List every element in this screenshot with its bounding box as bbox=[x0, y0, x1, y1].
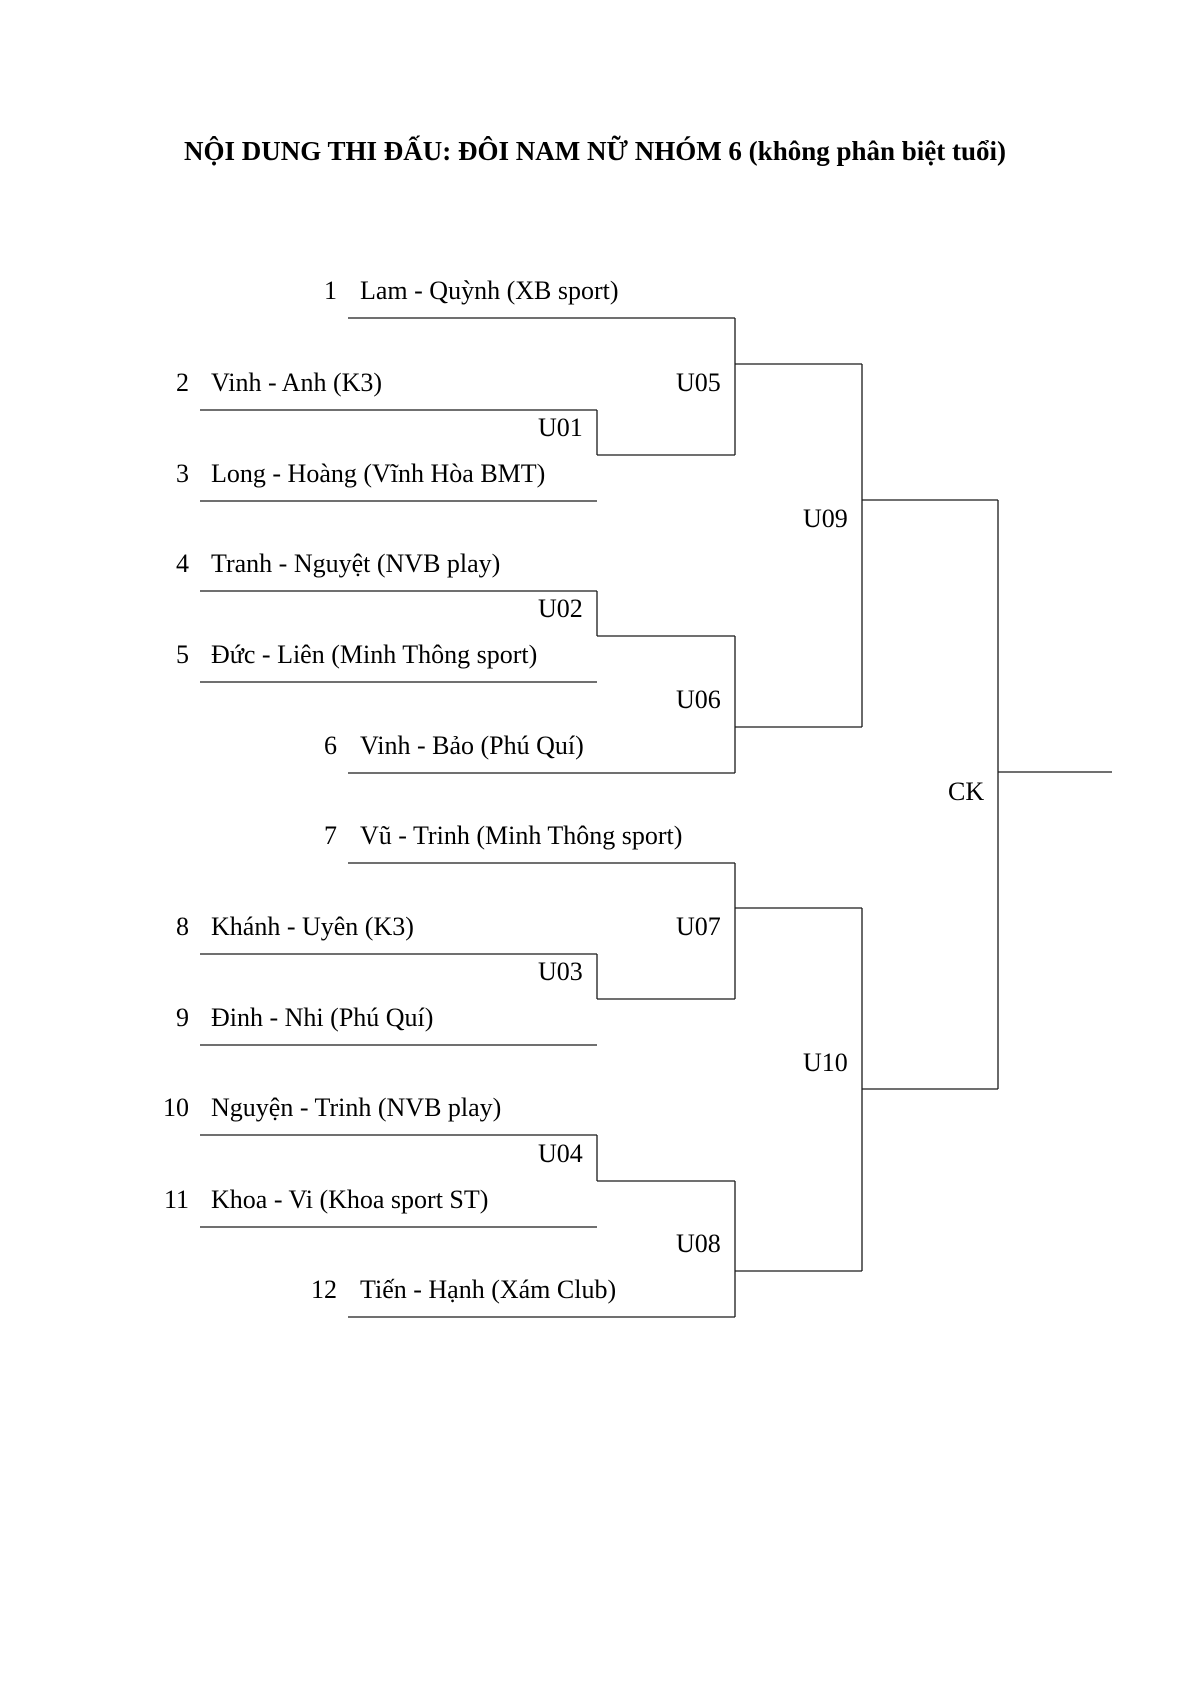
match-label-u02: U02 bbox=[538, 594, 583, 623]
match-label-u08: U08 bbox=[676, 1229, 721, 1258]
team-name: Nguyện - Trinh (NVB play) bbox=[211, 1093, 501, 1122]
team-name: Khoa - Vi (Khoa sport ST) bbox=[211, 1185, 488, 1214]
seed-number: 5 bbox=[176, 640, 189, 669]
match-labels: U01 U02 U03 U04 U05 U06 U07 U08 U09 U10 … bbox=[538, 368, 984, 1258]
match-label-u09: U09 bbox=[803, 504, 848, 533]
team-name: Khánh - Uyên (K3) bbox=[211, 912, 414, 941]
team-name: Lam - Quỳnh (XB sport) bbox=[360, 276, 619, 305]
team-name: Vinh - Bảo (Phú Quí) bbox=[360, 731, 584, 760]
seed-number: 12 bbox=[311, 1275, 337, 1304]
seed-number: 9 bbox=[176, 1003, 189, 1032]
seed-number: 2 bbox=[176, 368, 189, 397]
match-label-final: CK bbox=[948, 777, 984, 806]
match-label-u07: U07 bbox=[676, 912, 721, 941]
team-name: Tranh - Nguyệt (NVB play) bbox=[211, 549, 500, 578]
match-label-u06: U06 bbox=[676, 685, 721, 714]
seed-number: 11 bbox=[164, 1185, 189, 1214]
page-title: NỘI DUNG THI ĐẤU: ĐÔI NAM NỮ NHÓM 6 (khô… bbox=[183, 136, 1007, 166]
team-name: Vinh - Anh (K3) bbox=[211, 368, 382, 397]
seed-number: 6 bbox=[324, 731, 337, 760]
team-name: Đức - Liên (Minh Thông sport) bbox=[211, 640, 537, 669]
team-name: Vũ - Trinh (Minh Thông sport) bbox=[360, 821, 682, 850]
team-names: Lam - Quỳnh (XB sport) Vinh - Anh (K3) L… bbox=[211, 276, 682, 1304]
match-label-u05: U05 bbox=[676, 368, 721, 397]
match-label-u04: U04 bbox=[538, 1139, 583, 1168]
seed-numbers: 1 2 3 4 5 6 7 8 9 10 11 12 bbox=[163, 276, 337, 1304]
team-name: Tiến - Hạnh (Xám Club) bbox=[360, 1275, 616, 1304]
seed-number: 1 bbox=[324, 276, 337, 305]
seed-number: 8 bbox=[176, 912, 189, 941]
seed-number: 10 bbox=[163, 1093, 189, 1122]
seed-number: 3 bbox=[176, 459, 189, 488]
bracket-lines bbox=[200, 317, 1112, 1318]
match-label-u01: U01 bbox=[538, 413, 583, 442]
seed-number: 7 bbox=[324, 821, 337, 850]
match-label-u03: U03 bbox=[538, 957, 583, 986]
seed-number: 4 bbox=[176, 549, 189, 578]
team-name: Đinh - Nhi (Phú Quí) bbox=[211, 1003, 433, 1032]
team-name: Long - Hoàng (Vĩnh Hòa BMT) bbox=[211, 459, 545, 488]
match-label-u10: U10 bbox=[803, 1048, 848, 1077]
